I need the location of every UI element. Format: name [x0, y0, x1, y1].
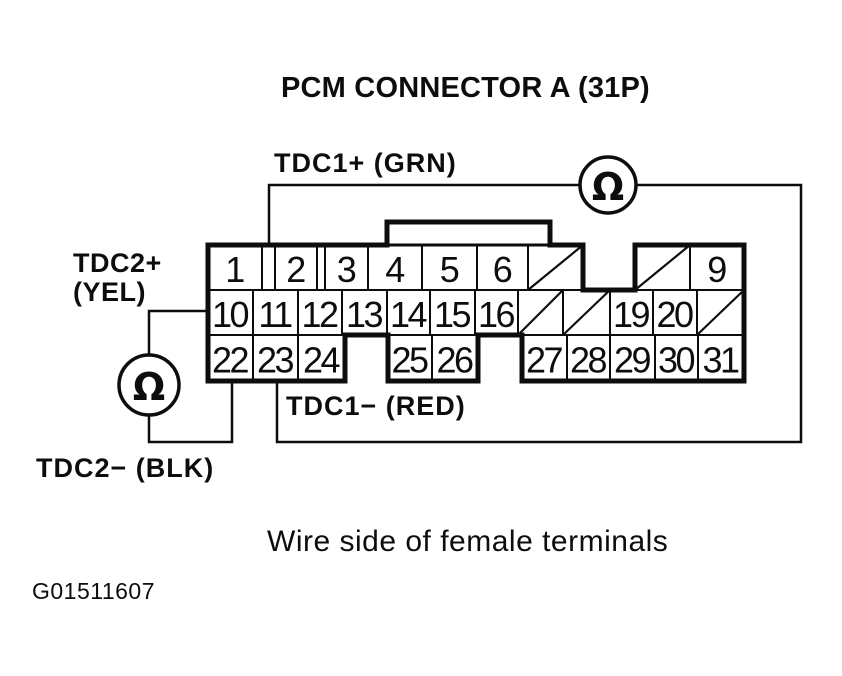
ohmmeter-tdc2: Ω	[117, 353, 181, 417]
tdc1-minus-wire	[275, 183, 803, 444]
no-pin-slash-icon	[527, 244, 584, 291]
pin-number: 4	[385, 249, 404, 290]
pin-number: 31	[702, 340, 739, 381]
pin-number: 29	[614, 340, 651, 381]
ohmmeter-circle	[117, 353, 181, 417]
ohmmeter-tdc1: Ω	[578, 155, 638, 215]
pin-number: 1	[225, 249, 244, 290]
pin-number: 15	[434, 294, 471, 335]
pin-number: 24	[303, 340, 340, 381]
page-title: PCM CONNECTOR A (31P)	[281, 72, 650, 104]
tdc2-minus-label: TDC2− (BLK)	[36, 453, 215, 483]
no-pin-slash-icon	[696, 289, 745, 336]
pin-number: 10	[212, 294, 249, 335]
pin-number: 3	[337, 249, 356, 290]
pin-number: 13	[346, 294, 383, 335]
pin-number: 25	[391, 340, 428, 381]
tdc1-plus-wire	[267, 183, 580, 245]
pin-number: 12	[301, 294, 338, 335]
tdc1-test-loop-wire	[267, 183, 803, 444]
tdc2-test-loop-wire	[147, 309, 234, 444]
pin-number: 19	[613, 294, 650, 335]
pin-number: 11	[258, 294, 292, 335]
tdc1-minus-label: TDC1− (RED)	[286, 391, 466, 421]
no-pin-slash-icon	[634, 244, 691, 291]
pin-number: 22	[212, 340, 249, 381]
no-pin-slash-icon	[517, 289, 564, 336]
tdc2-plus-wire	[147, 309, 208, 355]
tdc1-plus-label: TDC1+ (GRN)	[274, 148, 457, 178]
pin-number: 9	[707, 249, 726, 290]
tdc2-minus-wire	[147, 381, 234, 444]
pin-number: 2	[286, 249, 305, 290]
pin-number: 16	[478, 294, 515, 335]
pin-number: 14	[390, 294, 427, 335]
pin-number: 30	[658, 340, 695, 381]
pin-number: 20	[656, 294, 693, 335]
ohm-symbol-icon: Ω	[592, 165, 624, 209]
ohmmeter-circle	[578, 155, 638, 215]
tdc2-plus-color-label: (YEL)	[73, 277, 146, 307]
ohm-symbol-icon: Ω	[133, 365, 165, 409]
no-pin-slash-icon	[562, 289, 611, 336]
pin-number: 26	[436, 340, 473, 381]
pin-number: 6	[493, 249, 512, 290]
pin-number: 28	[570, 340, 607, 381]
wire-side-caption: Wire side of female terminals	[267, 525, 669, 558]
tdc2-plus-label: TDC2+	[73, 248, 162, 278]
pin-number: 27	[526, 340, 563, 381]
figure-id: G01511607	[32, 578, 156, 604]
connector-shell	[205, 219, 747, 384]
pin-number: 5	[440, 249, 459, 290]
pin-number: 23	[257, 340, 294, 381]
connector-outline	[205, 219, 747, 384]
